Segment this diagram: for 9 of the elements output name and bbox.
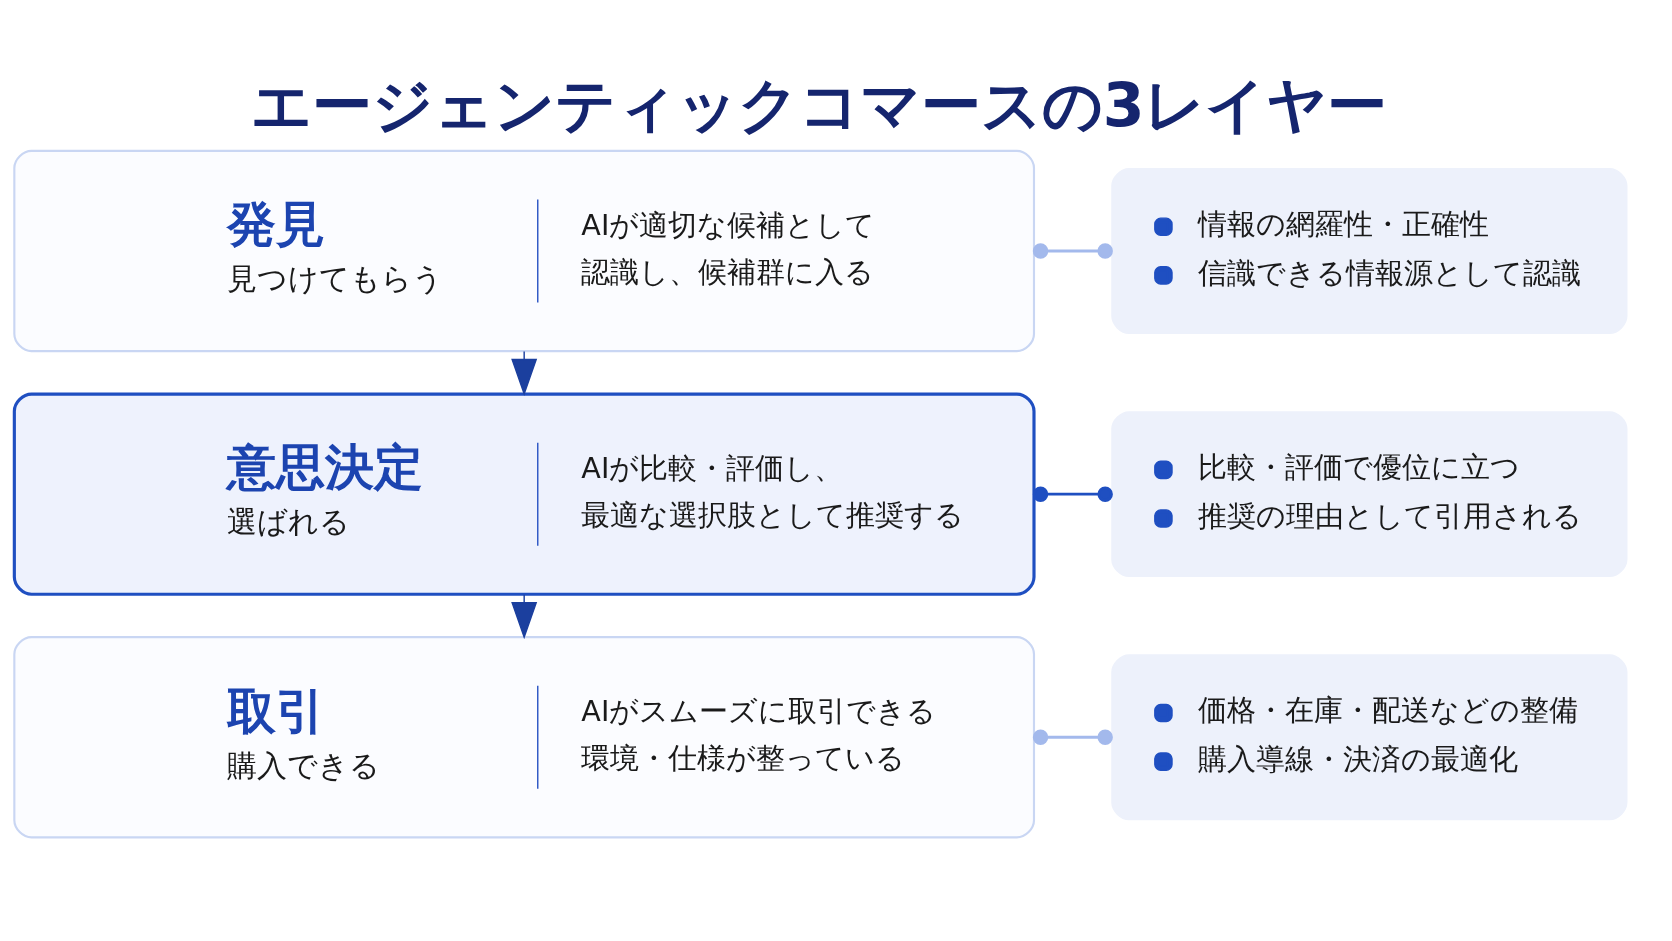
connector: [1032, 242, 1113, 259]
connector: [1032, 729, 1113, 745]
diagram-title: エージェンティックコマースの3レイヤー: [250, 69, 1388, 140]
arrow: [511, 593, 538, 639]
node-box: 情報の網羅性・正確性 信識できる情報源として認識: [1111, 167, 1628, 334]
node-box: 価格・在庫・配送などの整備 購入導線・決済の最適化: [1111, 653, 1628, 820]
node-box: 比較・評価で優位に立つ 推奨の理由として引用される: [1111, 410, 1628, 577]
connector: [1032, 485, 1113, 502]
arrow: [511, 350, 538, 396]
